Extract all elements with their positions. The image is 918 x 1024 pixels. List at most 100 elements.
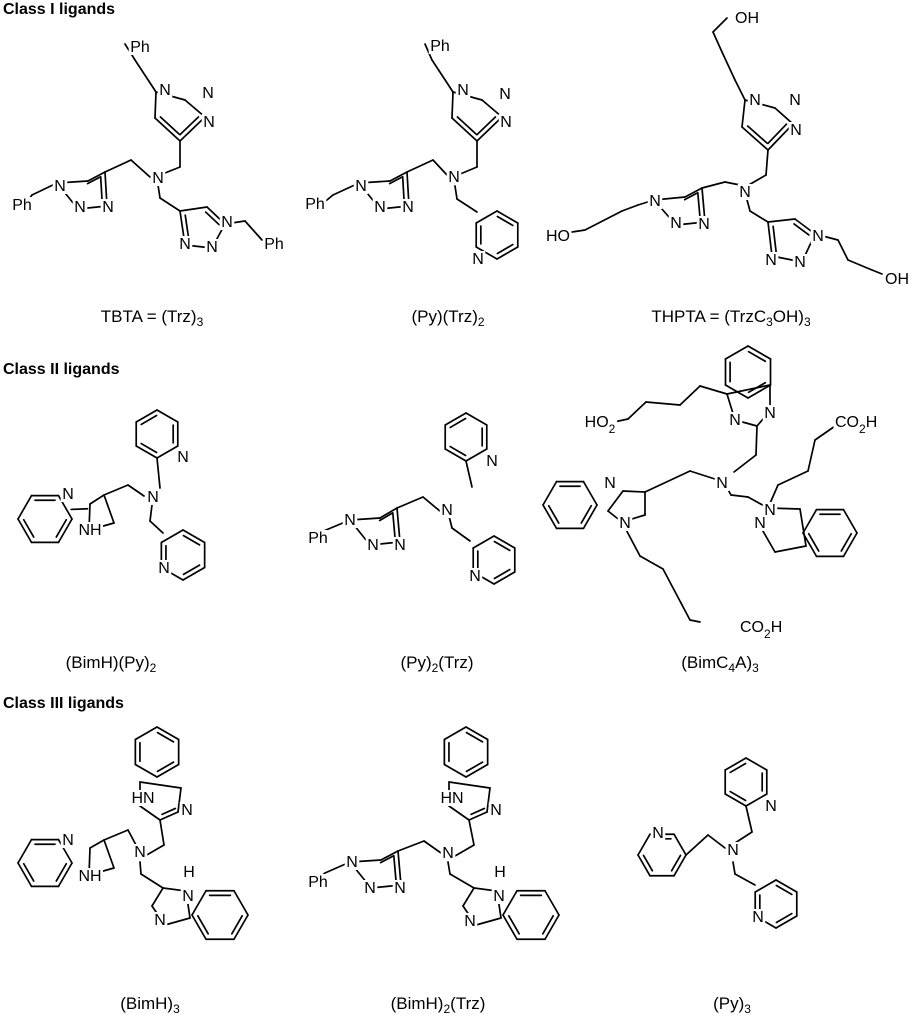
bond	[502, 914, 518, 941]
nitrogen-label: N	[749, 92, 761, 109]
bond	[767, 123, 788, 145]
bond	[729, 762, 747, 774]
bond	[159, 819, 165, 846]
nitrogen-label: N	[154, 912, 166, 929]
class-3-heading: Class III ligands	[3, 695, 124, 712]
bond	[154, 91, 157, 119]
bond	[17, 862, 33, 888]
bond	[17, 494, 33, 520]
hydroxyl-label: OH	[735, 10, 759, 27]
bond	[749, 210, 769, 223]
bond	[157, 184, 161, 199]
bond	[607, 490, 624, 512]
bond	[86, 176, 102, 185]
bond	[724, 757, 747, 771]
bond	[134, 763, 158, 778]
bond	[70, 507, 89, 511]
bond	[431, 59, 454, 93]
bond	[481, 99, 503, 118]
bond	[161, 807, 177, 816]
bond	[179, 116, 200, 136]
bond	[683, 192, 699, 201]
bond	[465, 763, 489, 778]
nitrogen-label: N	[764, 502, 776, 519]
bond	[496, 246, 519, 260]
bond	[571, 229, 586, 233]
bond	[230, 915, 244, 935]
nitrogen-label: N	[794, 254, 806, 271]
bond	[496, 215, 514, 227]
bond	[391, 511, 396, 539]
bond	[156, 457, 161, 489]
bond	[684, 187, 703, 198]
nitrogen-label: N	[62, 486, 74, 503]
phenyl-label: Ph	[130, 39, 150, 56]
bond	[451, 91, 454, 119]
bond	[156, 726, 180, 741]
bond	[462, 887, 475, 907]
amine-nitrogen-label: N	[716, 475, 728, 492]
bond	[449, 445, 467, 457]
bond	[475, 210, 498, 224]
amine-nitrogen-label: N	[442, 845, 454, 862]
bond	[747, 384, 772, 399]
nitrogen-label: N	[102, 199, 114, 216]
nitrogen-label: N	[490, 802, 502, 819]
bond	[103, 829, 129, 841]
hn-label: HN	[131, 790, 154, 807]
nitrogen-label: N	[472, 251, 484, 268]
bond	[468, 819, 475, 846]
bond	[772, 225, 777, 253]
bond	[127, 829, 137, 846]
bond	[745, 757, 768, 771]
bond	[454, 844, 475, 857]
bond	[733, 454, 757, 473]
bond	[726, 384, 771, 395]
bond	[582, 480, 598, 506]
phenyl-label: Ph	[264, 236, 284, 253]
bond	[396, 507, 401, 543]
bond	[196, 915, 210, 935]
bond	[741, 99, 746, 128]
bond	[127, 484, 145, 497]
nitrogen-label: N	[221, 214, 233, 231]
nh-label: NH	[78, 522, 101, 539]
bond	[447, 861, 451, 875]
h-label: H	[183, 864, 195, 881]
bond	[465, 726, 489, 741]
bond	[401, 175, 405, 203]
nitrogen-label: N	[62, 832, 74, 849]
h-label: H	[494, 864, 506, 881]
nitrogen-label: N	[344, 512, 356, 529]
bond	[379, 507, 398, 519]
nitrogen-label: N	[457, 82, 469, 99]
bond	[392, 854, 397, 882]
nitrogen-label: N	[177, 449, 189, 466]
bond	[156, 761, 175, 773]
bond	[724, 345, 749, 360]
amine-nitrogen-label: N	[727, 842, 739, 859]
bond	[139, 861, 142, 875]
bond	[130, 159, 151, 178]
nitrogen-label: N	[765, 798, 777, 815]
bond	[156, 763, 180, 778]
bond	[389, 171, 408, 182]
bond	[673, 833, 687, 856]
bond	[179, 116, 206, 142]
ligand-label-py3: (Py)3	[713, 994, 751, 1016]
nitrogen-label: N	[202, 85, 214, 102]
bond	[507, 915, 521, 935]
nitrogen-label: N	[764, 405, 776, 422]
bond	[444, 412, 467, 426]
bond	[689, 470, 719, 481]
nitrogen-label: N	[181, 802, 193, 819]
bond	[104, 159, 132, 173]
bond	[55, 518, 68, 538]
bond	[871, 269, 883, 275]
bond	[449, 873, 475, 889]
bond	[765, 149, 769, 176]
nitrogen-label: N	[469, 568, 481, 585]
